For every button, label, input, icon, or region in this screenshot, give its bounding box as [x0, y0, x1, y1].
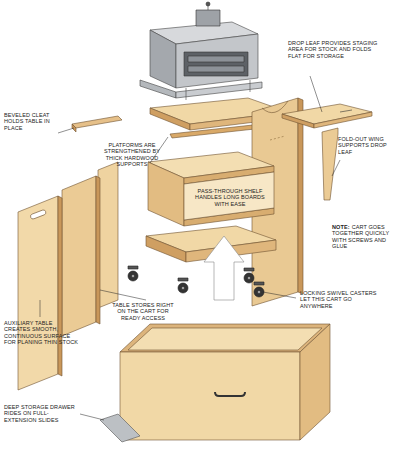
note-heading: NOTE: — [332, 224, 350, 230]
drawer-slide — [100, 414, 140, 442]
callout-group: NOTE:CART GOES TOGETHER QUICKLY WITH SCR… — [332, 224, 400, 250]
pass-through-shelf — [148, 152, 274, 226]
callout-group: DROP LEAF PROVIDES STAGING AREA FOR STOC… — [288, 40, 386, 59]
callout-label: BEVELED CLEAT HOLDS TABLE IN PLACE — [4, 112, 50, 131]
callout-label: PASS-THROUGH SHELF HANDLES LONG BOARDS W… — [195, 188, 265, 207]
callout-group: DEEP STORAGE DRAWER RIDES ON FULL-EXTENS… — [4, 404, 80, 423]
callout-group: FOLD-OUT WING SUPPORTS DROP LEAF — [338, 136, 400, 155]
callout-group: LOCKING SWIVEL CASTERS LET THIS CART GO … — [300, 290, 380, 309]
callout-group: TABLE STORES RIGHT ON THE CART FOR READY… — [108, 302, 178, 321]
callout-group: BEVELED CLEAT HOLDS TABLE IN PLACE — [4, 112, 62, 131]
callout-group: PASS-THROUGH SHELF HANDLES LONG BOARDS W… — [190, 188, 270, 207]
fold-out-wing — [322, 128, 338, 200]
drawer — [100, 324, 330, 442]
beveled-cleat — [72, 116, 122, 128]
leader-line — [40, 76, 340, 420]
planer — [140, 2, 262, 100]
callout-label: TABLE STORES RIGHT ON THE CART FOR READY… — [112, 302, 174, 321]
callout-label: PLATFORMS ARE STRENGTHENED BY THICK HARD… — [104, 142, 160, 167]
drop-leaf — [282, 104, 372, 200]
callout-label: FOLD-OUT WING SUPPORTS DROP LEAF — [338, 136, 387, 155]
callout-label: DROP LEAF PROVIDES STAGING AREA FOR STOC… — [288, 40, 378, 59]
caster — [128, 266, 264, 297]
hardwood-support — [170, 124, 264, 138]
callout-label: DEEP STORAGE DRAWER RIDES ON FULL-EXTENS… — [4, 404, 75, 423]
direction-arrow — [204, 236, 244, 300]
callout-label: AUXILIARY TABLE CREATES SMOOTH, CONTINUO… — [4, 320, 78, 345]
callout-group: AUXILIARY TABLE CREATES SMOOTH, CONTINUO… — [4, 320, 80, 346]
callout-label: LOCKING SWIVEL CASTERS LET THIS CART GO … — [300, 290, 377, 309]
auxiliary-table — [18, 162, 118, 390]
callout-group: PLATFORMS ARE STRENGTHENED BY THICK HARD… — [100, 142, 164, 168]
